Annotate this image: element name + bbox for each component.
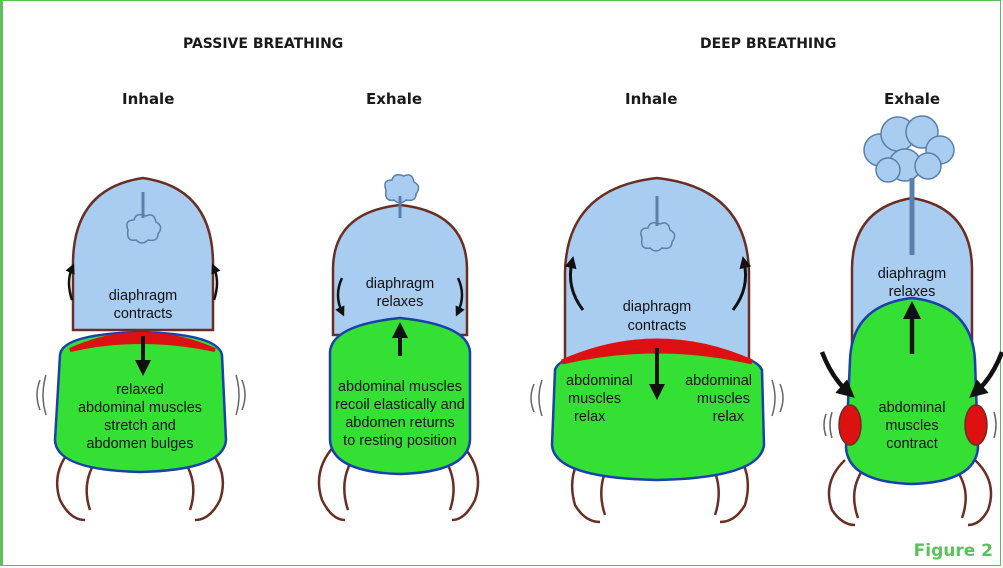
abdomen-right-label-line: abdominal [685, 373, 752, 389]
abdomen-label-line: stretch and [104, 418, 176, 434]
lung-cavity [333, 205, 467, 335]
rib-arrow-left [69, 268, 72, 300]
abdomen-label-line: abdomen returns [345, 415, 455, 431]
abdomen-right-label-line: muscles [697, 391, 750, 407]
abdomen-label-line: relaxed [116, 382, 164, 398]
panel-passive-inhale: diaphragm contracts relaxed abdominal mu… [37, 178, 245, 520]
abdomen-right-label-line: relax [713, 409, 745, 425]
panel-deep-inhale: diaphragm contracts abdominal muscles re… [531, 178, 783, 522]
panel-deep-exhale: diaphragm relaxes abdominal muscles cont… [822, 116, 1002, 525]
diaphragm-label-line: diaphragm [366, 276, 435, 292]
abdomen-label-line: abdominal muscles [338, 379, 462, 395]
abdomen-left-label-line: muscles [568, 391, 621, 407]
abdomen-label-line: muscles [885, 418, 938, 434]
abdomen-label-line: recoil elastically and [335, 397, 465, 413]
air-cloud [864, 116, 954, 182]
diaphragm-label-line: diaphragm [878, 266, 947, 282]
diaphragm-label-line: relaxes [889, 284, 936, 300]
abdomen-left-label-line: abdominal [566, 373, 633, 389]
panel-passive-exhale: diaphragm relaxes abdominal muscles reco… [319, 175, 478, 520]
contracted-muscle-right [965, 405, 987, 445]
diaphragm-label-line: relaxes [377, 294, 424, 310]
contracted-muscle-left [839, 405, 861, 445]
abdomen-squeeze-arrow-right [976, 352, 1002, 392]
diaphragm-label-line: contracts [628, 318, 687, 334]
rib-arrow-right [214, 268, 217, 300]
figure-caption: Figure 2 [914, 541, 993, 561]
abdomen-label-line: abdominal muscles [78, 400, 202, 416]
abdomen-label-line: abdomen bulges [86, 436, 193, 452]
diaphragm-label-line: diaphragm [109, 288, 178, 304]
diaphragm-label-line: contracts [114, 306, 173, 322]
diaphragm-label-line: diaphragm [623, 299, 692, 315]
abdomen-left-label-line: relax [574, 409, 606, 425]
abdomen-squeeze-arrow-left [822, 352, 848, 392]
abdomen-label-line: contract [886, 436, 938, 452]
air-puff [385, 175, 419, 203]
abdomen-label-line: abdominal [879, 400, 946, 416]
abdomen-label-line: to resting position [343, 433, 457, 449]
